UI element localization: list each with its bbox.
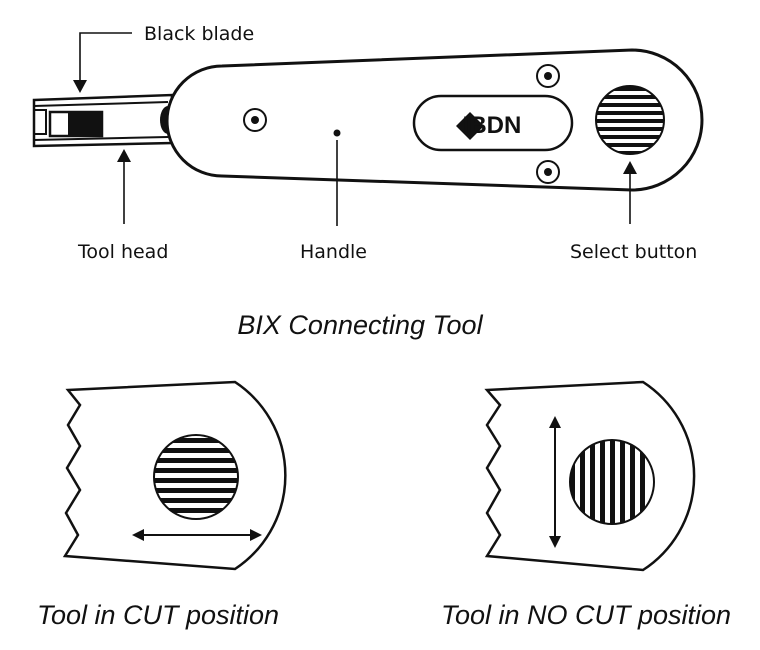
select-button [595,85,665,155]
label-select-button: Select button [570,241,697,263]
rivet-icon [536,160,560,184]
label-black-blade: Black blade [144,23,254,45]
diagram-title: BIX Connecting Tool [237,310,483,340]
vertical-arrow-icon [549,416,561,548]
rivet-icon [536,64,560,88]
rivet-icon [243,108,267,132]
handle-dot [333,129,341,137]
label-handle: Handle [300,241,367,263]
label-tool-head: Tool head [77,241,168,263]
callout-lines [73,32,637,226]
caption-no-cut-position: Tool in NO CUT position [441,600,731,630]
cut-position-detail [62,380,287,571]
ibdn-logo: IBDN [412,94,574,152]
horizontal-arrow-icon [132,529,262,541]
caption-cut-position: Tool in CUT position [37,600,279,630]
no-cut-position-detail [484,380,696,572]
logo-text: IBDN [463,112,522,139]
tool-head [32,93,176,148]
